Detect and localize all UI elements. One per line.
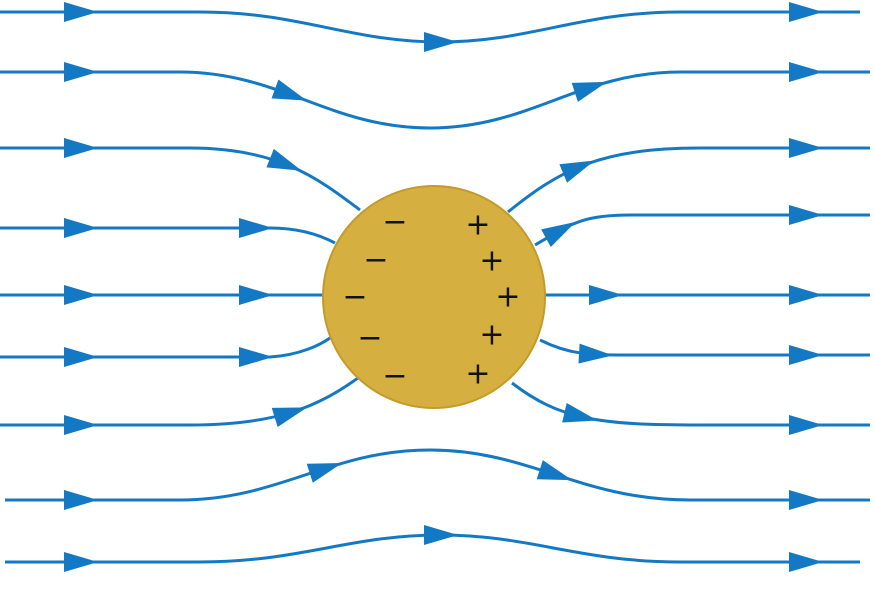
field-arrow-icon xyxy=(571,81,608,102)
field-arrow-icon xyxy=(63,285,98,305)
field-arrow-icon xyxy=(306,462,343,483)
field-arrow-icon xyxy=(423,524,458,545)
field-arrow-icon xyxy=(63,138,98,158)
positive-charge: + xyxy=(465,357,490,392)
field-line xyxy=(534,213,870,247)
field-line xyxy=(5,448,870,502)
field-arrow-icon xyxy=(788,490,823,510)
field-arrow-icon xyxy=(271,79,307,101)
conducting-sphere xyxy=(322,185,546,409)
field-arrow-icon xyxy=(788,415,823,435)
field-arrow-icon xyxy=(562,403,598,423)
positive-charge: + xyxy=(495,280,520,315)
field-arrow-icon xyxy=(788,138,823,158)
field-arrow-icon xyxy=(588,285,623,305)
field-arrow-icon xyxy=(63,490,98,510)
negative-charge: − xyxy=(363,243,388,278)
field-line xyxy=(0,146,361,212)
field-arrow-icon xyxy=(788,2,823,22)
field-arrow-icon xyxy=(578,343,613,364)
field-arrow-icon xyxy=(238,218,273,238)
field-line xyxy=(507,146,870,214)
field-arrow-icon xyxy=(423,32,458,53)
negative-charge: − xyxy=(382,359,407,394)
positive-charge: + xyxy=(479,318,504,353)
field-arrow-icon xyxy=(238,347,273,367)
field-arrow-icon xyxy=(788,62,823,82)
field-line xyxy=(0,226,336,245)
field-arrow-icon xyxy=(63,62,98,82)
field-arrow-icon xyxy=(788,345,823,365)
field-arrow-icon xyxy=(536,460,573,481)
field-arrow-icon xyxy=(63,218,98,238)
field-arrow-icon xyxy=(63,347,98,367)
field-line xyxy=(0,336,331,359)
negative-charge: − xyxy=(342,280,367,315)
field-arrow-icon xyxy=(788,552,823,572)
field-arrow-icon xyxy=(788,285,823,305)
field-arrow-icon xyxy=(63,552,98,572)
field-arrow-icon xyxy=(788,205,823,225)
positive-charge: + xyxy=(479,244,504,279)
negative-charge: − xyxy=(357,321,382,356)
negative-charge: − xyxy=(382,205,407,240)
field-arrow-icon xyxy=(63,415,98,435)
positive-charge: + xyxy=(465,208,490,243)
field-line xyxy=(0,70,870,130)
field-arrow-icon xyxy=(271,407,308,427)
field-arrow-icon xyxy=(63,2,98,22)
field-arrow-icon xyxy=(238,285,273,305)
field-arrow-icon xyxy=(559,160,595,183)
field-arrow-icon xyxy=(266,148,302,171)
field-line xyxy=(0,376,359,427)
field-arrow-icon xyxy=(541,221,576,247)
